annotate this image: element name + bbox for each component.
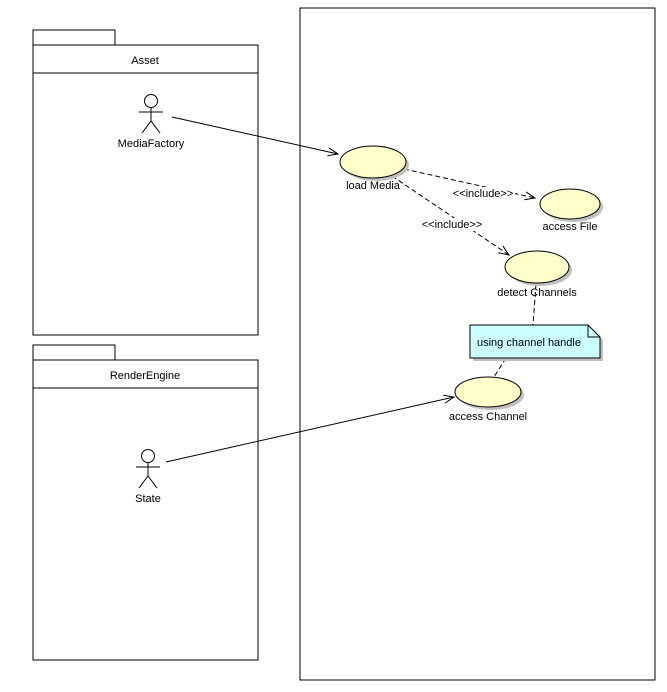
include-label-2: <<include>>: [420, 218, 484, 231]
usecase-load-media[interactable]: load Media: [339, 145, 409, 192]
usecase-name: access Channel: [449, 411, 527, 423]
package-renderengine[interactable]: RenderEngine: [32, 344, 259, 661]
package-tab: [32, 29, 116, 46]
usecase-access-channel[interactable]: access Channel: [449, 376, 527, 423]
package-name: RenderEngine: [110, 370, 180, 382]
actor-head: [141, 449, 155, 463]
actor-head: [144, 94, 158, 108]
actor-leg-right: [150, 120, 161, 134]
usecase-name: load Media: [346, 180, 401, 192]
actor-name: MediaFactory: [118, 138, 185, 150]
note-anchor-detectchannels[interactable]: [532, 283, 537, 326]
usecase-ellipse: [504, 250, 570, 284]
stereotype-include: <<include>>: [453, 188, 514, 200]
note-using-channel-handle[interactable]: using channel handle: [469, 324, 603, 361]
include-label-1: <<include>>: [451, 187, 515, 200]
include-loadmedia-accessfile[interactable]: [403, 168, 537, 201]
usecase-access-file[interactable]: access File: [539, 188, 603, 233]
actor-name: State: [135, 493, 161, 505]
package-body: [32, 359, 259, 661]
actor-leg-right: [147, 475, 158, 489]
association-mediafactory-loadmedia[interactable]: [171, 116, 340, 157]
actor-leg-left: [141, 120, 152, 134]
package-asset[interactable]: Asset: [32, 29, 259, 336]
actor-state[interactable]: State: [135, 449, 161, 506]
stereotype-include: <<include>>: [422, 219, 483, 231]
label-background: [420, 218, 484, 231]
note-body: [469, 324, 601, 359]
note-anchor-accesschannel[interactable]: [493, 357, 507, 378]
actor-leg-left: [138, 475, 149, 489]
association-state-accesschannel[interactable]: [165, 394, 456, 463]
usecase-name: detect Channels: [497, 287, 577, 299]
note-fold-corner: [587, 325, 600, 338]
usecase-ellipse: [339, 145, 407, 179]
actor-mediafactory[interactable]: MediaFactory: [118, 94, 185, 151]
label-background: [451, 187, 515, 200]
usecase-ellipse: [539, 188, 601, 220]
note-text: using channel handle: [477, 337, 581, 349]
package-tab: [32, 344, 116, 361]
package-name: Asset: [131, 55, 159, 67]
usecase-ellipse: [454, 376, 522, 408]
usecase-detect-channels[interactable]: detect Channels: [497, 250, 577, 299]
usecase-name: access File: [542, 221, 597, 233]
package-body: [32, 44, 259, 336]
